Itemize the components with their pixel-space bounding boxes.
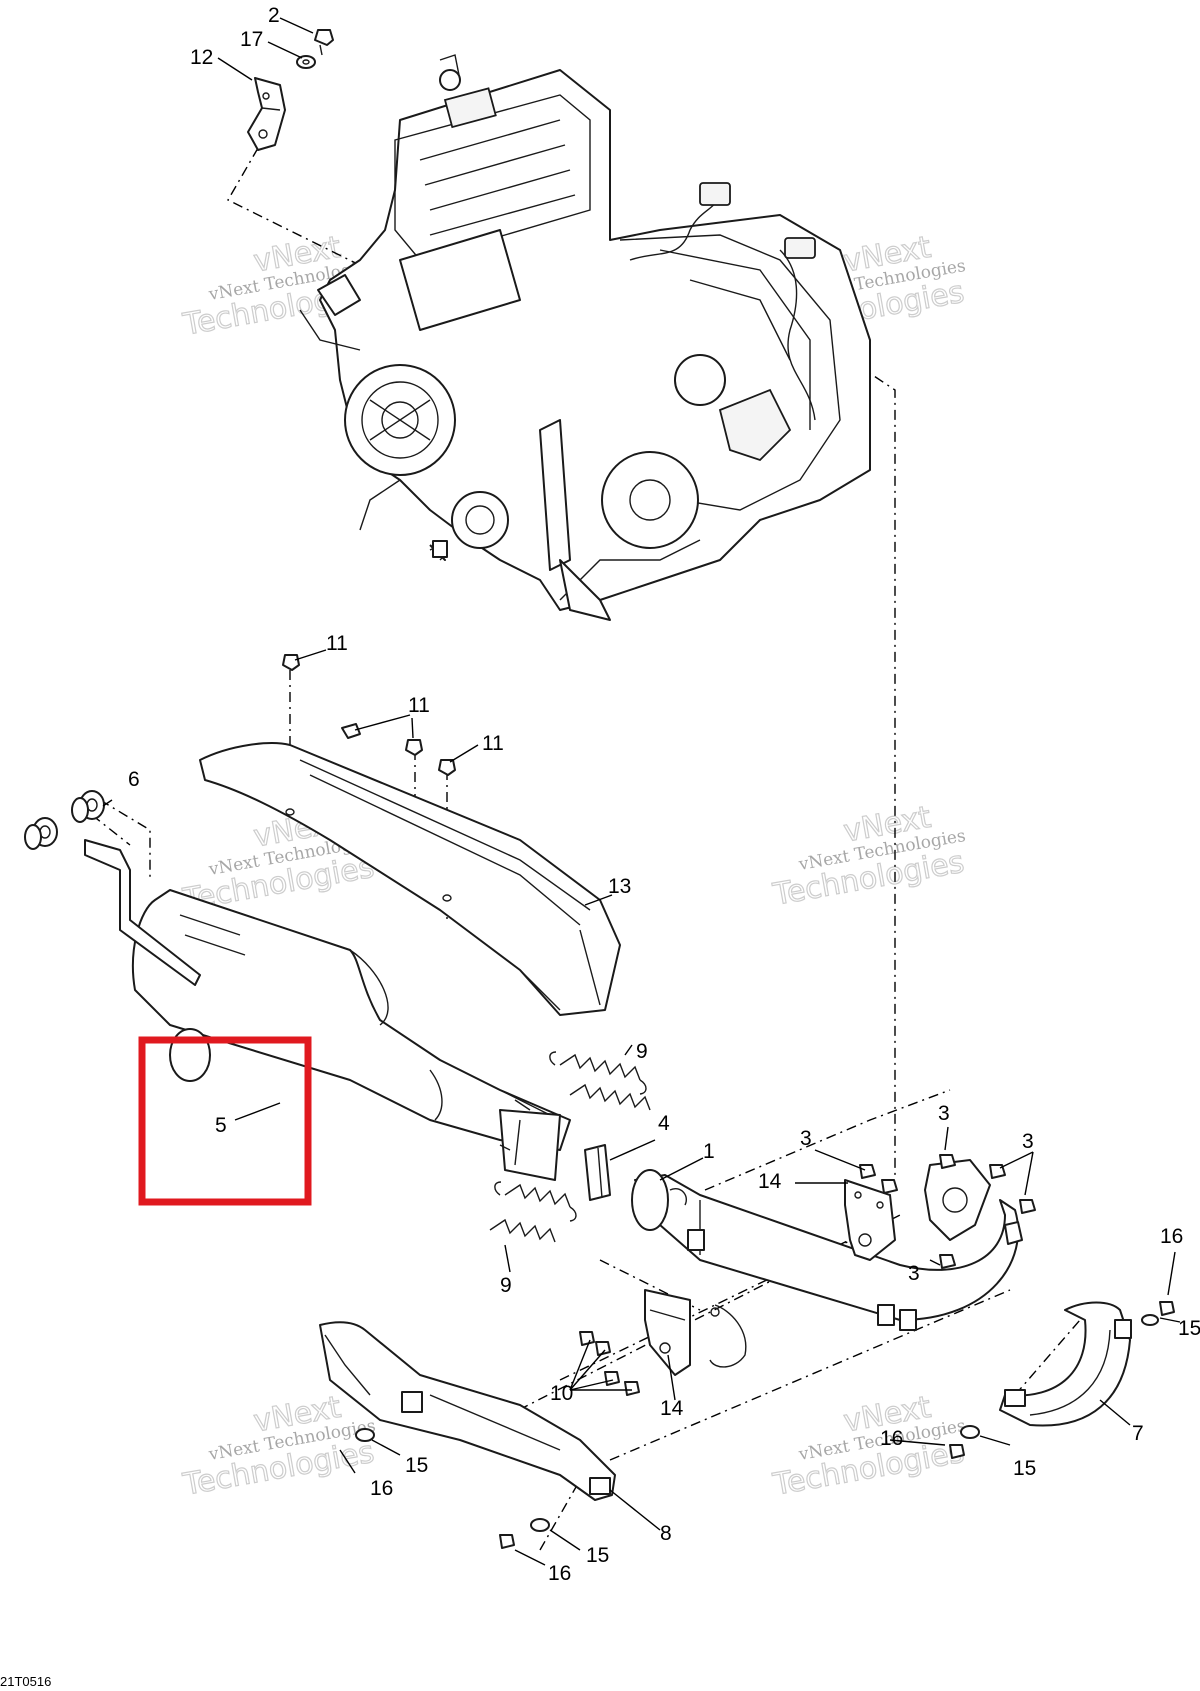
callout-16-b: 16 [880, 1427, 903, 1450]
watermark-bottom-left: vNext vNext Technologies Technologies [179, 1389, 377, 1503]
bolt-11-d [438, 759, 456, 776]
bracket-14-upper [844, 1179, 896, 1261]
clamp-bracket [709, 1304, 747, 1368]
springs-9-lower [489, 1181, 577, 1243]
callout-6: 6 [128, 768, 140, 791]
callout-numbers: 2 17 12 11 11 11 6 13 9 4 1 5 3 3 3 3 14… [128, 4, 1200, 1585]
fasteners-15-16 [355, 1301, 1175, 1549]
callout-14-lower: 14 [660, 1397, 684, 1420]
springs-9-upper [549, 1051, 651, 1111]
leader-lines [102, 17, 1181, 1566]
flange-3 [924, 1159, 1023, 1245]
bracket-14-lower [644, 1289, 691, 1376]
gasket-4 [584, 1144, 611, 1201]
callout-16-a: 16 [1160, 1225, 1183, 1248]
exhaust-pipe-1 [631, 1169, 1020, 1331]
callout-5: 5 [215, 1114, 227, 1137]
callout-16-c: 16 [370, 1477, 393, 1500]
heat-shield-13 [199, 742, 621, 1016]
callout-15-a: 15 [1178, 1317, 1200, 1340]
heat-shield-8 [319, 1321, 616, 1501]
callout-4: 4 [658, 1112, 670, 1135]
callout-13: 13 [608, 875, 631, 898]
engine-assembly [299, 54, 871, 621]
nuts-3 [859, 1154, 1036, 1269]
highlight-box-part-5 [138, 1036, 312, 1206]
bolts-10 [579, 1331, 640, 1396]
callout-1: 1 [703, 1140, 715, 1163]
callout-3-b: 3 [938, 1102, 950, 1125]
callout-11-b: 11 [408, 694, 430, 717]
callout-11-c: 11 [482, 732, 504, 755]
callout-3-c: 3 [1022, 1130, 1034, 1153]
bolt-11-b [341, 723, 361, 739]
callout-2: 2 [268, 4, 280, 27]
watermark-bottom-right: vNext vNext Technologies Technologies [769, 1389, 967, 1503]
watermark-mid-right: vNext vNext Technologies Technologies [769, 799, 967, 913]
bolt-11-a [282, 654, 300, 671]
callout-8: 8 [660, 1522, 672, 1545]
bracket-12 [247, 77, 286, 151]
grommets-6 [24, 790, 105, 850]
callout-10: 10 [550, 1382, 573, 1405]
diagram-code: 21T0516 [0, 1674, 51, 1689]
callout-17: 17 [240, 28, 263, 51]
callout-3-d: 3 [908, 1262, 920, 1285]
callout-9-upper: 9 [636, 1040, 648, 1063]
callout-11-a: 11 [326, 632, 348, 655]
callout-15-c: 15 [405, 1454, 428, 1477]
callout-12: 12 [190, 46, 213, 69]
bolt-11-c [405, 739, 423, 756]
callout-7: 7 [1132, 1422, 1144, 1445]
callout-9-lower: 9 [500, 1274, 512, 1297]
bolt-2 [314, 29, 334, 56]
callout-3-a: 3 [800, 1127, 812, 1150]
callout-16-d: 16 [548, 1562, 571, 1585]
heat-shield-7 [999, 1301, 1132, 1427]
callout-15-b: 15 [1013, 1457, 1036, 1480]
callout-15-d: 15 [586, 1544, 609, 1567]
callout-14-upper: 14 [758, 1170, 782, 1193]
washer-17 [296, 55, 316, 69]
